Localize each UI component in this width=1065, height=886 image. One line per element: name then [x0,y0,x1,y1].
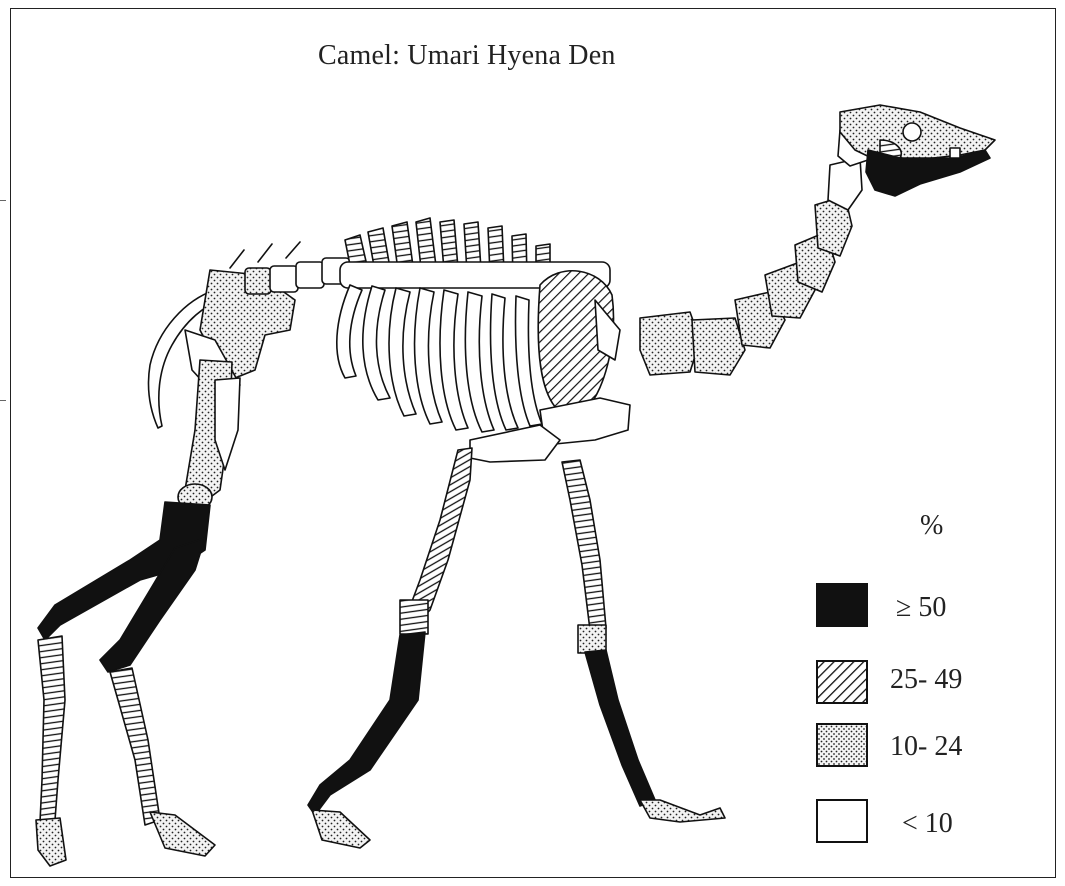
lumbar-vertebrae [230,242,350,294]
hind-metatarsal-left [38,636,65,822]
legend-label-dotted: 10- 24 [890,731,962,763]
legend-label-solid: ≥ 50 [896,592,946,624]
radius-left [408,448,472,620]
ribs [337,285,542,432]
radius-right [562,460,606,630]
metacarpal-right [585,650,655,806]
legend-heading: % [920,510,943,542]
orbit [903,123,921,141]
legend-label-empty: < 10 [902,808,953,840]
legend-label-hatched: 25- 49 [890,664,962,696]
hind-metatarsal-right [110,668,160,825]
metacarpal-left [308,632,425,815]
cervical-vertebrae [640,128,868,375]
